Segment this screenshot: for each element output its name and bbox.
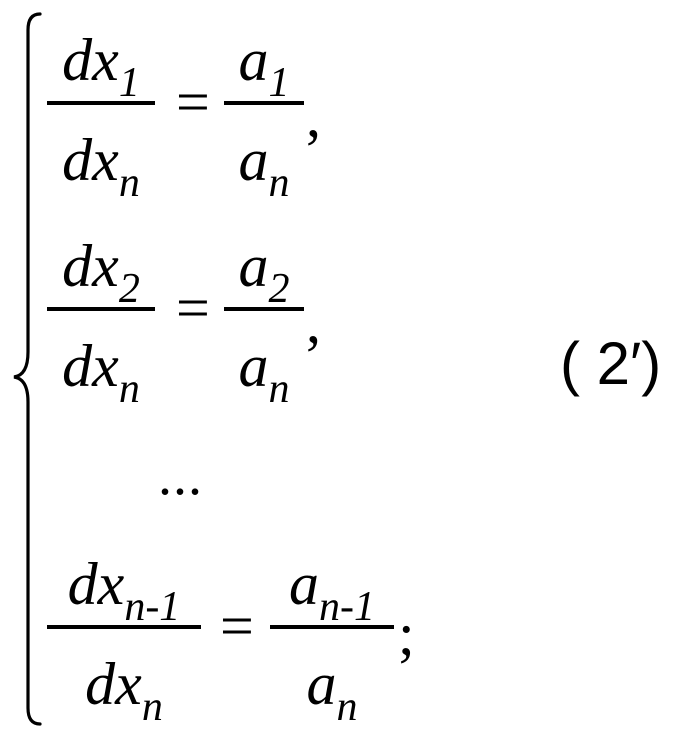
eq1-rhs-numerator: a1 [238,27,290,106]
eq2-lhs-denominator: dxn [62,333,140,412]
eq2-lhs-numerator: dx2 [62,233,140,312]
eq1-lhs-denominator: dxn [62,127,140,206]
eq1-lhs-fraction: dx1 dxn [47,0,155,206]
eq2-rhs-fraction-bar [224,307,304,311]
eq1-lhs-numerator: dx1 [62,27,140,106]
eq3-lhs-numerator: dxn-1 [67,551,181,630]
eq2-comma: , [306,289,321,355]
equation-number-tag: ( 2′) [560,330,662,397]
eq2-lhs-fraction-bar [47,307,155,311]
eq3-rhs-denominator: an [306,651,358,730]
eq3-equals-sign: = [220,593,254,659]
eq3-rhs-fraction-bar [270,625,394,629]
eq3-lhs-fraction-bar [47,625,201,629]
eq3-semicolon: ; [398,601,415,667]
eq2-rhs-denominator: an [238,333,290,412]
ellipsis: ... [158,445,203,507]
eq2-equals-sign: = [176,275,210,341]
eq2-lhs-fraction: dx2 dxn [47,206,155,412]
left-brace-path [13,12,42,726]
eq3-lhs-denominator: dxn [85,651,163,730]
eq1-rhs-fraction: a1 an [224,0,304,206]
eq2-rhs-numerator: a2 [238,233,290,312]
eq1-equals-sign: = [176,69,210,135]
eq3-rhs-numerator: an-1 [289,551,375,630]
eq1-rhs-fraction-bar [224,101,304,105]
eq1-rhs-denominator: an [238,127,290,206]
eq1-comma: , [306,83,321,149]
eq3-rhs-fraction: an-1 an [270,524,394,730]
eq2-rhs-fraction: a2 an [224,206,304,412]
eq1-lhs-fraction-bar [47,101,155,105]
eq3-lhs-fraction: dxn-1 dxn [47,524,201,730]
